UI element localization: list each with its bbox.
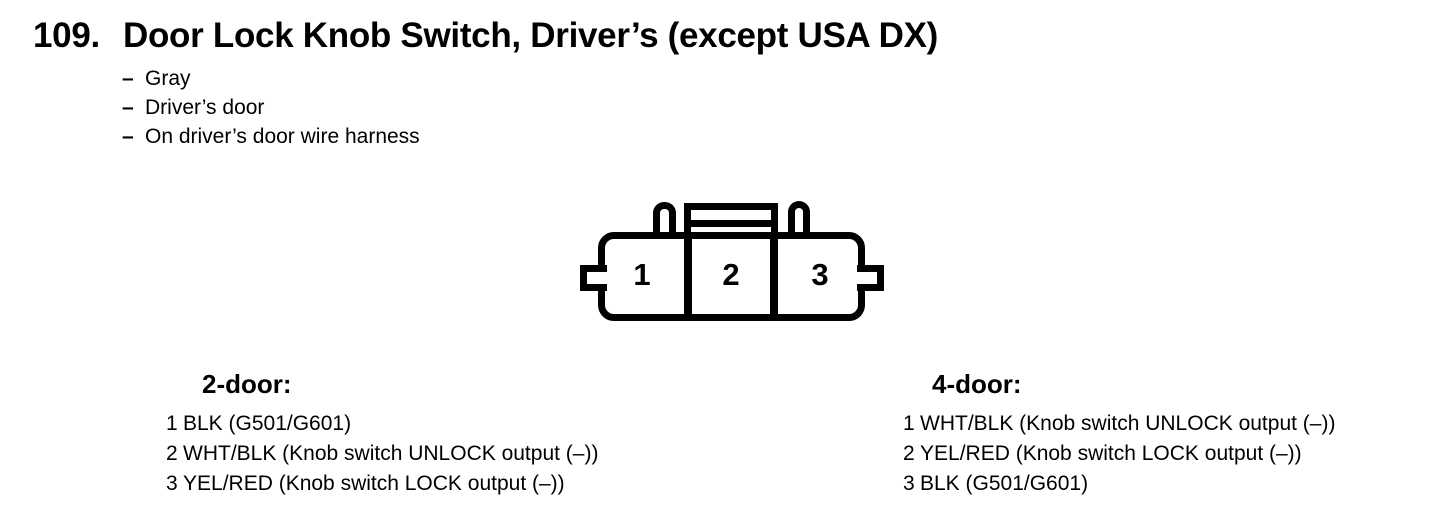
- pinout-row: 1 BLK (G501/G601): [166, 409, 598, 439]
- note-item: – Gray: [122, 64, 420, 93]
- pinout-row: 2 WHT/BLK (Knob switch UNLOCK output (–)…: [166, 439, 598, 469]
- pin-description: BLK (G501/G601): [920, 472, 1089, 495]
- pinout-row: 3 BLK (G501/G601): [903, 469, 1335, 499]
- connector-diagram: 1 2 3: [575, 195, 887, 335]
- pin-description: YEL/RED (Knob switch LOCK output (–)): [920, 442, 1302, 465]
- note-item: – Driver’s door: [122, 93, 420, 122]
- cavity-divider-2: [770, 232, 778, 321]
- connector-latch: [684, 203, 778, 232]
- pinout-heading: 2-door:: [202, 369, 292, 399]
- pin-description: WHT/BLK (Knob switch UNLOCK output (–)): [920, 412, 1336, 435]
- pin-number: 2: [166, 442, 178, 465]
- pin-description: YEL/RED (Knob switch LOCK output (–)): [183, 472, 565, 495]
- pinout-row: 2 YEL/RED (Knob switch LOCK output (–)): [903, 439, 1335, 469]
- note-text: On driver’s door wire harness: [145, 125, 420, 148]
- pinout-4-door: 4-door: 1 WHT/BLK (Knob switch UNLOCK ou…: [903, 369, 1335, 499]
- pinout-2-door: 2-door: 1 BLK (G501/G601) 2 WHT/BLK (Kno…: [166, 369, 598, 499]
- connector-side-tab-left: [580, 265, 607, 291]
- notes-list: – Gray – Driver’s door – On driver’s doo…: [122, 64, 420, 151]
- section-title: Door Lock Knob Switch, Driver’s (except …: [123, 16, 939, 55]
- pin-description: WHT/BLK (Knob switch UNLOCK output (–)): [183, 442, 599, 465]
- latch-rung: [691, 220, 771, 227]
- pin-number: 3: [166, 472, 178, 495]
- pin-description: BLK (G501/G601): [183, 412, 352, 435]
- pinout-heading: 4-door:: [932, 369, 1022, 399]
- note-text: Gray: [145, 67, 191, 90]
- pin-number: 1: [903, 412, 915, 435]
- pinout-row: 3 YEL/RED (Knob switch LOCK output (–)): [166, 469, 598, 499]
- note-dash: –: [122, 96, 134, 119]
- pin-3-label: 3: [811, 257, 829, 292]
- note-text: Driver’s door: [145, 96, 265, 119]
- pin-number: 1: [166, 412, 178, 435]
- connector-prong-left: [653, 202, 676, 232]
- section-number: 109.: [33, 16, 100, 55]
- cavity-divider-1: [684, 232, 692, 321]
- pin-1-label: 1: [633, 257, 651, 292]
- note-dash: –: [122, 67, 134, 90]
- pin-number: 2: [903, 442, 915, 465]
- connector-prong-right: [788, 201, 810, 232]
- note-dash: –: [122, 125, 134, 148]
- pin-number: 3: [903, 472, 915, 495]
- note-item: – On driver’s door wire harness: [122, 122, 420, 151]
- pinout-row: 1 WHT/BLK (Knob switch UNLOCK output (–)…: [903, 409, 1335, 439]
- section-heading: 109. Door Lock Knob Switch, Driver’s (ex…: [33, 18, 938, 53]
- pin-2-label: 2: [722, 257, 740, 292]
- connector-side-tab-right: [857, 265, 884, 291]
